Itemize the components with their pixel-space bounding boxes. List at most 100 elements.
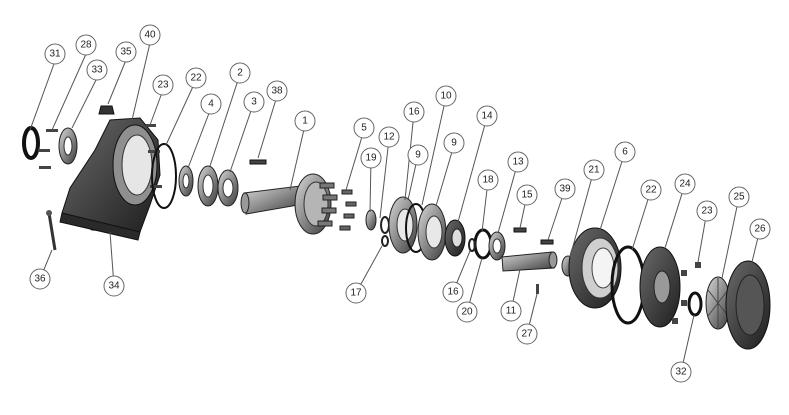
callout-number: 34 bbox=[108, 281, 120, 292]
part-14-roller-bearing bbox=[444, 219, 466, 257]
callout-16: 16 bbox=[442, 281, 464, 303]
callout-number: 14 bbox=[481, 111, 493, 122]
callout-number: 22 bbox=[645, 185, 657, 196]
callout-23: 23 bbox=[152, 74, 174, 96]
callout-number: 16 bbox=[408, 107, 420, 118]
part-24-end-plate bbox=[639, 246, 681, 328]
part-22-snap-ring bbox=[151, 143, 177, 209]
callout-number: 35 bbox=[120, 47, 132, 58]
callout-number: 25 bbox=[733, 192, 745, 203]
callout-5: 5 bbox=[353, 117, 375, 139]
callout-number: 4 bbox=[208, 99, 214, 110]
callout-13: 13 bbox=[507, 151, 529, 173]
callout-4: 4 bbox=[200, 93, 222, 115]
callout-number: 2 bbox=[237, 68, 243, 79]
part-15-key bbox=[513, 227, 527, 233]
callout-number: 38 bbox=[271, 86, 283, 97]
part-11-output-shaft bbox=[501, 251, 558, 272]
callout-number: 9 bbox=[415, 150, 421, 161]
callout-circle bbox=[640, 179, 662, 201]
callout-number: 19 bbox=[365, 153, 377, 164]
callout-circle bbox=[507, 151, 529, 173]
callout-35: 35 bbox=[115, 41, 137, 63]
callout-number: 18 bbox=[482, 175, 494, 186]
callout-circle bbox=[378, 126, 400, 148]
callout-14: 14 bbox=[476, 105, 498, 127]
callout-number: 1 bbox=[302, 116, 308, 127]
callout-22: 22 bbox=[640, 179, 662, 201]
callout-32: 32 bbox=[670, 361, 692, 383]
callout-34: 34 bbox=[103, 275, 125, 297]
callout-16: 16 bbox=[403, 101, 425, 123]
callout-number: 16 bbox=[447, 287, 459, 298]
callout-number: 12 bbox=[383, 132, 395, 143]
callout-number: 11 bbox=[506, 306, 517, 317]
callout-circle bbox=[403, 101, 425, 123]
callout-number: 5 bbox=[361, 123, 367, 134]
callout-circle bbox=[200, 93, 222, 115]
callout-number: 23 bbox=[157, 80, 169, 91]
part-35-plug bbox=[98, 105, 115, 115]
part-19-bearing bbox=[365, 209, 377, 231]
callout-31: 31 bbox=[44, 43, 66, 65]
callout-19: 19 bbox=[360, 147, 382, 169]
callout-9: 9 bbox=[443, 132, 465, 154]
part-31-seal-ring bbox=[22, 126, 40, 160]
callout-38: 38 bbox=[266, 80, 288, 102]
callout-circle bbox=[44, 43, 66, 65]
callout-27: 27 bbox=[516, 323, 538, 345]
callout-3: 3 bbox=[243, 91, 265, 113]
callout-number: 10 bbox=[440, 91, 452, 102]
callout-10: 10 bbox=[435, 85, 457, 107]
part-40-pin bbox=[146, 124, 156, 127]
callout-number: 26 bbox=[754, 224, 766, 235]
part-38-key bbox=[249, 159, 267, 165]
callout-circle bbox=[670, 361, 692, 383]
callout-number: 40 bbox=[144, 30, 156, 41]
callout-circle bbox=[353, 117, 375, 139]
callout-circle bbox=[674, 173, 696, 195]
callout-number: 13 bbox=[512, 157, 524, 168]
callout-21: 21 bbox=[583, 159, 605, 181]
parts-group bbox=[22, 105, 771, 350]
callout-circle bbox=[443, 132, 465, 154]
callout-circle bbox=[115, 41, 137, 63]
callout-circle bbox=[294, 110, 316, 132]
callout-circle bbox=[139, 24, 161, 46]
callout-40: 40 bbox=[139, 24, 161, 46]
part-12-ring bbox=[380, 216, 390, 234]
callout-number: 36 bbox=[34, 274, 46, 285]
callout-number: 33 bbox=[91, 65, 103, 76]
callout-circle bbox=[500, 300, 522, 322]
part-16-small-ring bbox=[468, 238, 476, 252]
callout-circle bbox=[583, 159, 605, 181]
part-39-key bbox=[540, 239, 554, 245]
part-23-nuts bbox=[672, 262, 701, 324]
callout-25: 25 bbox=[728, 186, 750, 208]
callout-33: 33 bbox=[86, 59, 108, 81]
callout-number: 9 bbox=[451, 138, 457, 149]
callout-circle bbox=[103, 275, 125, 297]
callout-circle bbox=[29, 268, 51, 290]
callout-number: 39 bbox=[559, 184, 571, 195]
callout-circle bbox=[345, 282, 367, 304]
callout-circle bbox=[749, 218, 771, 240]
callout-circle bbox=[229, 62, 251, 84]
callout-circle bbox=[477, 169, 499, 191]
callout-28: 28 bbox=[75, 34, 97, 56]
callout-number: 21 bbox=[588, 165, 600, 176]
callout-circle bbox=[185, 67, 207, 89]
callout-26: 26 bbox=[749, 218, 771, 240]
callout-number: 32 bbox=[675, 367, 687, 378]
callout-circle bbox=[516, 323, 538, 345]
callout-circle bbox=[360, 147, 382, 169]
callout-number: 3 bbox=[251, 97, 257, 108]
callout-circle bbox=[728, 186, 750, 208]
callout-circle bbox=[442, 281, 464, 303]
callout-17: 17 bbox=[345, 282, 367, 304]
callout-circle bbox=[243, 91, 265, 113]
callout-circle bbox=[456, 301, 478, 323]
part-32-seal bbox=[687, 291, 703, 317]
